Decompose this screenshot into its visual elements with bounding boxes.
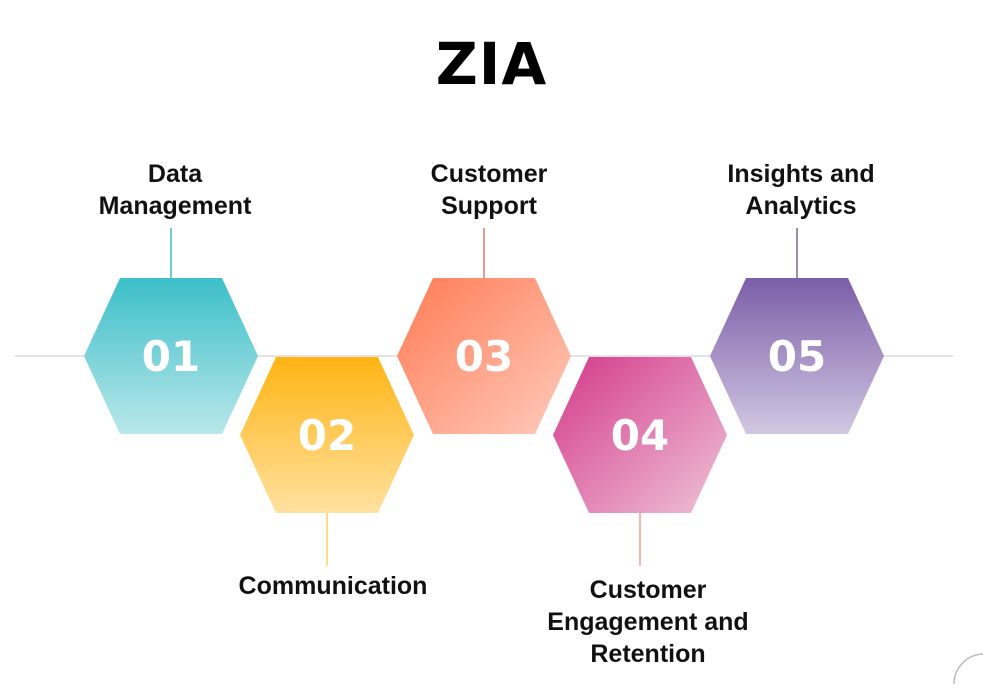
hexagon-04 — [553, 357, 727, 513]
hexagon-number-02: 02 — [298, 411, 356, 460]
hexagon-number-05: 05 — [768, 332, 826, 381]
hexagon-02 — [240, 357, 414, 513]
step-label-line: Customer — [430, 160, 548, 188]
step-label-line: Insights and — [727, 160, 875, 188]
step-label-line: Retention — [590, 640, 706, 668]
step-label-line: Communication — [238, 572, 428, 600]
corner-arc-icon — [953, 653, 983, 685]
step-label-line: Management — [98, 192, 252, 220]
step-label-line: Data — [147, 160, 203, 188]
hexagon-03 — [397, 278, 571, 434]
step-label-line: Support — [441, 192, 537, 220]
hexagon-number-03: 03 — [455, 332, 513, 381]
step-label-02: Communication — [183, 570, 483, 602]
hexagon-01 — [84, 278, 258, 434]
step-label-line: Engagement and — [547, 608, 749, 636]
step-label-line: Customer — [589, 576, 707, 604]
step-label-line: Analytics — [745, 192, 857, 220]
hexagon-number-01: 01 — [142, 332, 200, 381]
diagram-title: ZIA — [435, 30, 548, 98]
hexagon-05 — [710, 278, 884, 434]
hexagon-number-04: 04 — [611, 411, 669, 460]
